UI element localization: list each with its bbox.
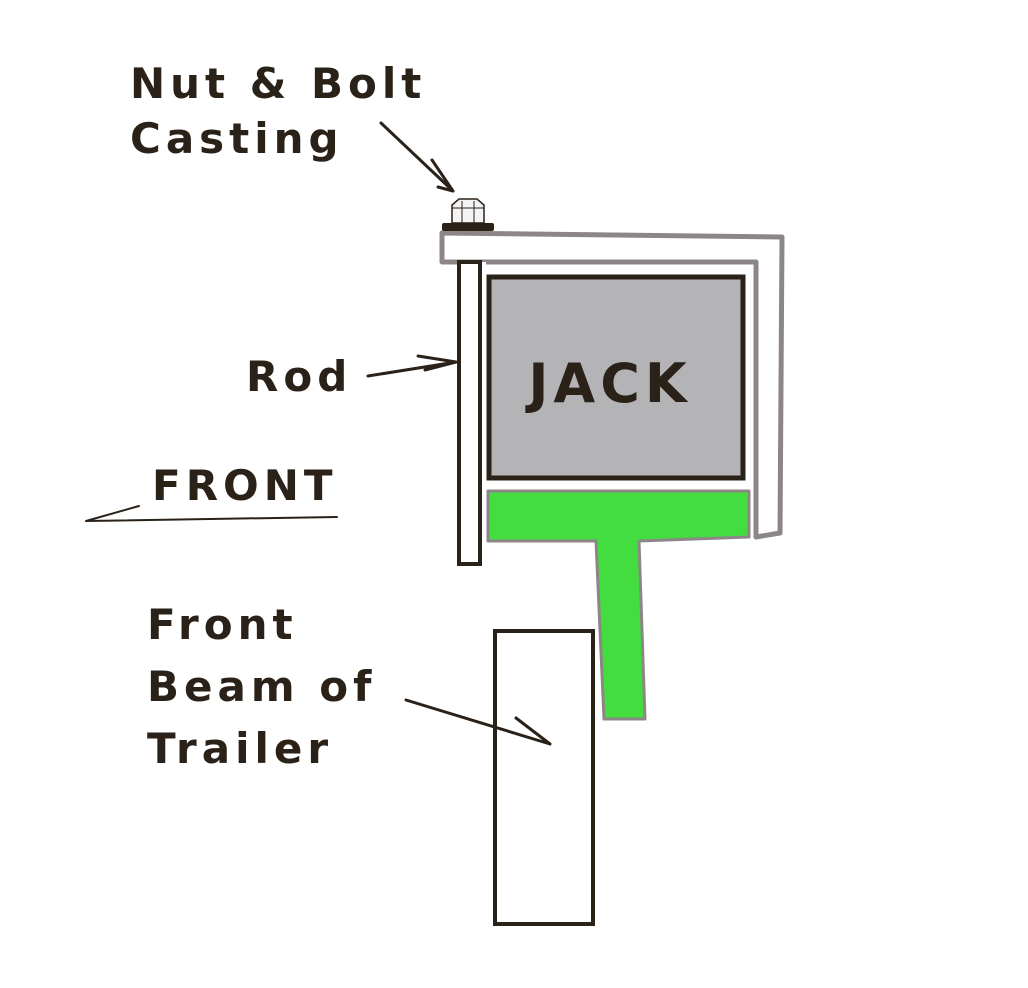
casting-bracket xyxy=(439,230,785,540)
nut-icon xyxy=(451,198,485,224)
t-bar xyxy=(486,489,751,721)
casting xyxy=(439,230,785,562)
front-arrow xyxy=(85,505,338,522)
nut-bolt-arrow xyxy=(379,121,455,193)
rod-label: Rod xyxy=(246,352,352,401)
beam-arrow xyxy=(404,698,552,746)
jack: JACK xyxy=(486,274,746,481)
casting-inner-left xyxy=(480,262,486,562)
jack-body xyxy=(486,274,746,481)
front-beam xyxy=(493,629,595,926)
jack-label: JACK xyxy=(524,352,691,415)
nut-and-bolt xyxy=(442,198,494,231)
rod xyxy=(457,260,482,566)
beam-label-line2: Beam of xyxy=(147,662,376,711)
front-label: FRONT xyxy=(152,461,338,510)
beam-label-line3: Trailer xyxy=(147,724,333,773)
nut-bolt-label-line1: Nut & Bolt xyxy=(130,59,426,108)
beam-label-line1: Front xyxy=(147,600,298,649)
arrows xyxy=(85,121,552,746)
washer xyxy=(442,223,494,231)
nut-bolt-label-line2: Casting xyxy=(130,114,344,163)
rod-arrow xyxy=(366,354,458,378)
